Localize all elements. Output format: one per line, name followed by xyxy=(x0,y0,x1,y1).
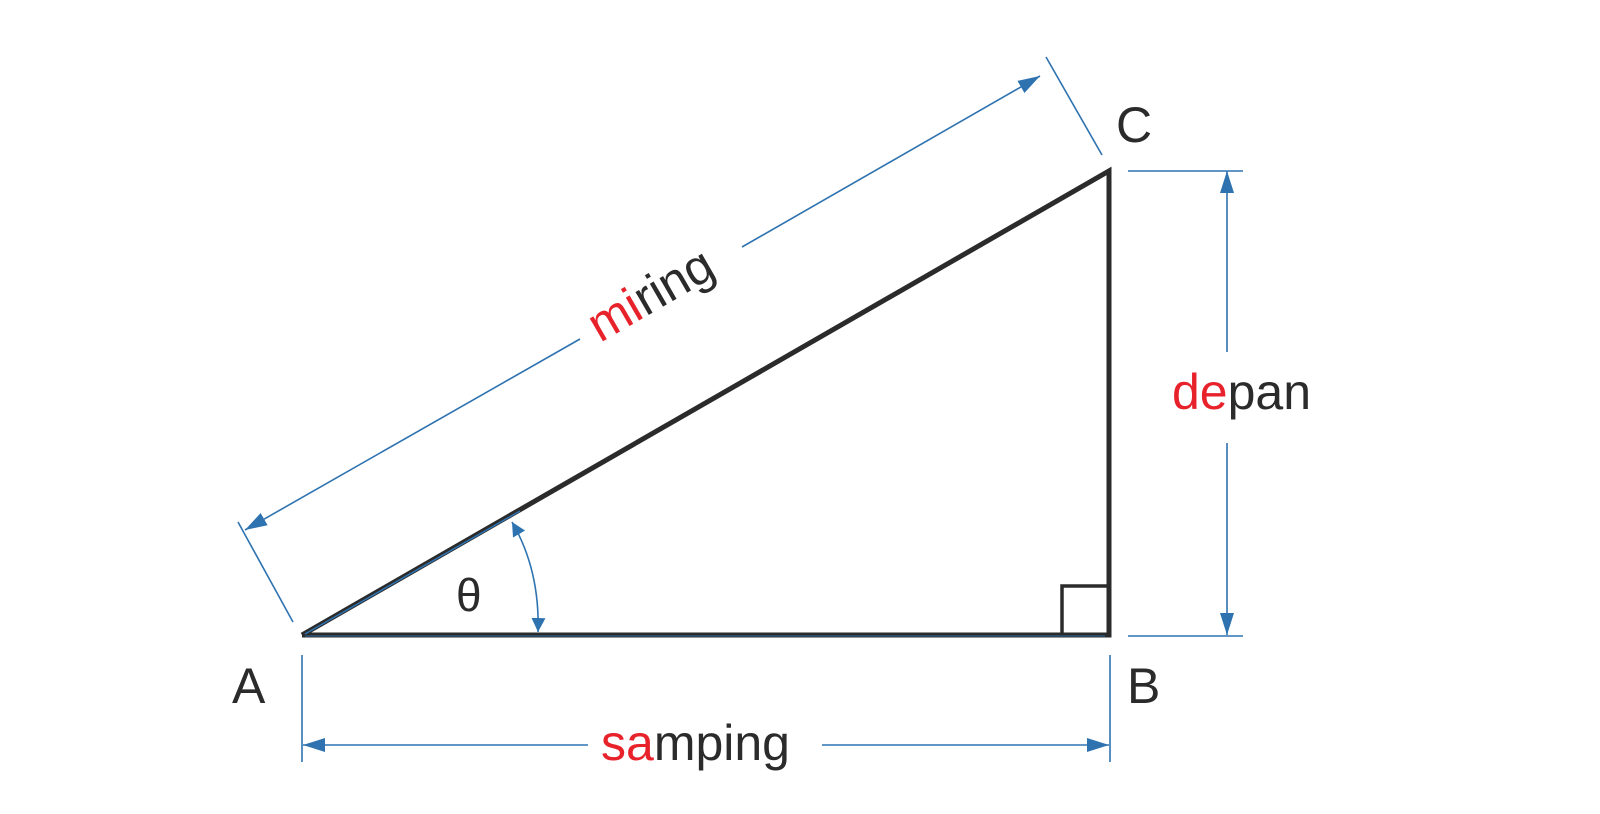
side-label-hypotenuse: miring xyxy=(578,236,724,353)
angle-label-theta: θ xyxy=(456,569,482,621)
triangle xyxy=(300,166,1112,638)
dimension-line-hypotenuse-upper xyxy=(741,75,1041,248)
side-label-adjacent-highlight: sa xyxy=(601,715,654,771)
extension-line-a xyxy=(237,521,294,623)
vertex-label-b: B xyxy=(1127,658,1160,714)
adjacent-dimension xyxy=(301,655,1111,762)
opposite-dimension xyxy=(1128,170,1243,637)
vertex-label-c: C xyxy=(1116,97,1152,153)
side-label-opposite: depan xyxy=(1172,364,1311,420)
right-angle-marker xyxy=(1060,584,1109,635)
hypotenuse-highlight-line xyxy=(304,510,521,635)
side-label-adjacent-rest: mping xyxy=(654,715,790,771)
hypotenuse-dimension xyxy=(237,56,1103,623)
extension-line-c xyxy=(1045,56,1103,156)
side-label-opposite-rest: pan xyxy=(1228,364,1311,420)
vertex-label-a: A xyxy=(232,658,266,714)
dimension-line-hypotenuse-lower xyxy=(244,338,581,531)
side-label-adjacent: samping xyxy=(601,715,790,771)
side-label-opposite-highlight: de xyxy=(1172,364,1228,420)
angle-arc xyxy=(511,521,546,633)
triangle-edges xyxy=(300,166,1112,638)
